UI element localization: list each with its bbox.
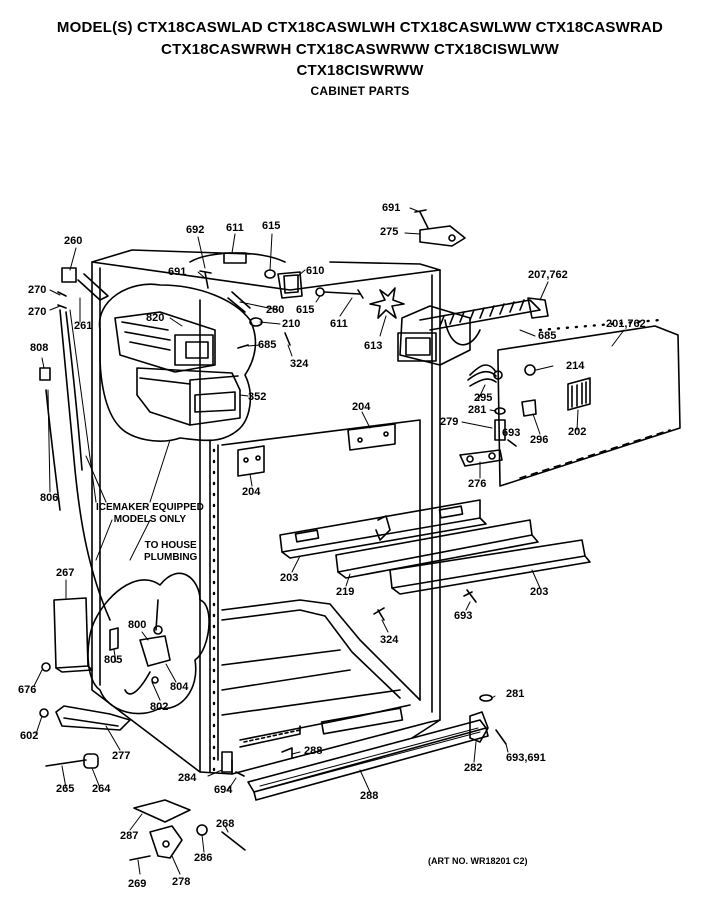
plumbing-note-line-2: PLUMBING	[144, 552, 198, 563]
plumbing-note: TO HOUSE PLUMBING	[144, 540, 197, 564]
part-label-805: 805	[104, 654, 123, 666]
part-label-802: 802	[150, 701, 169, 713]
part-label-264: 264	[92, 783, 111, 795]
part-label-287: 287	[120, 830, 139, 842]
brackets	[237, 423, 396, 477]
part-label-207-762: 207,762	[528, 269, 568, 281]
part-label-615-mid: 615	[296, 304, 315, 316]
part-label-210: 210	[282, 318, 301, 330]
part-label-267: 267	[56, 567, 75, 579]
part-label-806: 806	[40, 492, 59, 504]
part-label-295: 295	[474, 392, 493, 404]
part-label-281-lower: 281	[506, 688, 525, 700]
part-label-685-right: 685	[538, 330, 557, 342]
model-list-line-2: CTX18CASWRWH CTX18CASWRWW CTX18CISWLWW	[161, 41, 559, 58]
part-label-277: 277	[112, 750, 131, 762]
icemaker-note-line-1: ICEMAKER EQUIPPED	[96, 502, 204, 513]
part-label-265: 265	[56, 783, 75, 795]
part-label-261: 261	[74, 320, 93, 332]
part-label-685-left: 685	[258, 339, 277, 351]
icemaker-note-line-2: MODELS ONLY	[113, 514, 187, 525]
part-label-324-top: 324	[290, 358, 309, 370]
evaporator-cover-panel	[459, 318, 681, 487]
part-label-276: 276	[468, 478, 487, 490]
part-label-288-grille: 288	[360, 790, 379, 802]
part-label-676: 676	[18, 684, 37, 696]
part-label-282: 282	[464, 762, 483, 774]
model-list-line-1: MODEL(S) CTX18CASWLAD CTX18CASWLWH CTX18…	[56, 19, 664, 36]
part-label-800: 800	[128, 619, 147, 631]
part-label-610: 610	[306, 265, 325, 277]
part-label-260: 260	[64, 235, 83, 247]
part-label-820: 820	[146, 312, 165, 324]
part-label-284: 284	[178, 772, 197, 784]
part-label-613: 613	[364, 340, 383, 352]
part-label-352: 352	[248, 391, 267, 403]
part-label-214: 214	[566, 360, 585, 372]
part-label-203-lower: 203	[530, 586, 549, 598]
part-label-268: 268	[216, 818, 235, 830]
part-label-808: 808	[30, 342, 49, 354]
part-label-611-mid: 611	[330, 318, 348, 330]
part-label-202: 202	[568, 426, 587, 438]
part-label-693-upper: 693	[502, 427, 521, 439]
part-label-324-mid: 324	[380, 634, 399, 646]
toe-grille	[247, 719, 489, 801]
icemaker-note: ICEMAKER EQUIPPED MODELS ONLY	[96, 502, 204, 526]
part-label-280: 280	[266, 304, 285, 316]
part-label-691-top: 691	[168, 266, 187, 278]
part-label-281-upper: 281	[468, 404, 487, 416]
part-label-692: 692	[186, 224, 205, 236]
part-label-691-right: 691	[382, 202, 401, 214]
icemaker-cloud	[98, 283, 257, 442]
part-label-203-upper: 203	[280, 572, 299, 584]
part-label-286: 286	[194, 852, 213, 864]
part-label-219: 219	[336, 586, 355, 598]
part-label-270-lower: 270	[28, 306, 47, 318]
part-label-615-top: 615	[262, 220, 281, 232]
part-label-204-left: 204	[242, 486, 261, 498]
leader-lines	[33, 207, 625, 875]
part-label-275: 275	[380, 226, 399, 238]
part-label-279: 279	[440, 416, 459, 428]
part-label-804: 804	[170, 681, 189, 693]
model-list-line-3: CTX18CISWRWW	[296, 62, 424, 79]
part-label-611-top: 611	[226, 222, 244, 234]
part-label-201-762: 201,762	[606, 318, 646, 330]
plumbing-note-line-1: TO HOUSE	[144, 540, 197, 551]
part-label-269: 269	[128, 878, 147, 890]
part-label-204-right: 204	[352, 401, 371, 413]
part-label-278: 278	[172, 876, 191, 888]
shelf-rails	[279, 499, 591, 621]
cabinet-shell	[91, 249, 441, 775]
page-subtitle: CABINET PARTS	[310, 84, 410, 98]
part-label-694: 694	[214, 784, 233, 796]
part-label-288-clip: 288	[304, 745, 323, 757]
part-label-693-mid: 693	[454, 610, 473, 622]
part-label-693-691: 693,691	[506, 752, 546, 764]
part-label-270-upper: 270	[28, 284, 47, 296]
fan-motor-assembly	[189, 252, 405, 349]
part-label-602: 602	[20, 730, 39, 742]
art-number: (ART NO. WR18201 C2)	[428, 856, 528, 866]
bottom-hinge	[469, 694, 507, 745]
part-label-296: 296	[530, 434, 549, 446]
left-side-parts	[39, 267, 246, 861]
evaporator-assembly	[397, 209, 549, 366]
